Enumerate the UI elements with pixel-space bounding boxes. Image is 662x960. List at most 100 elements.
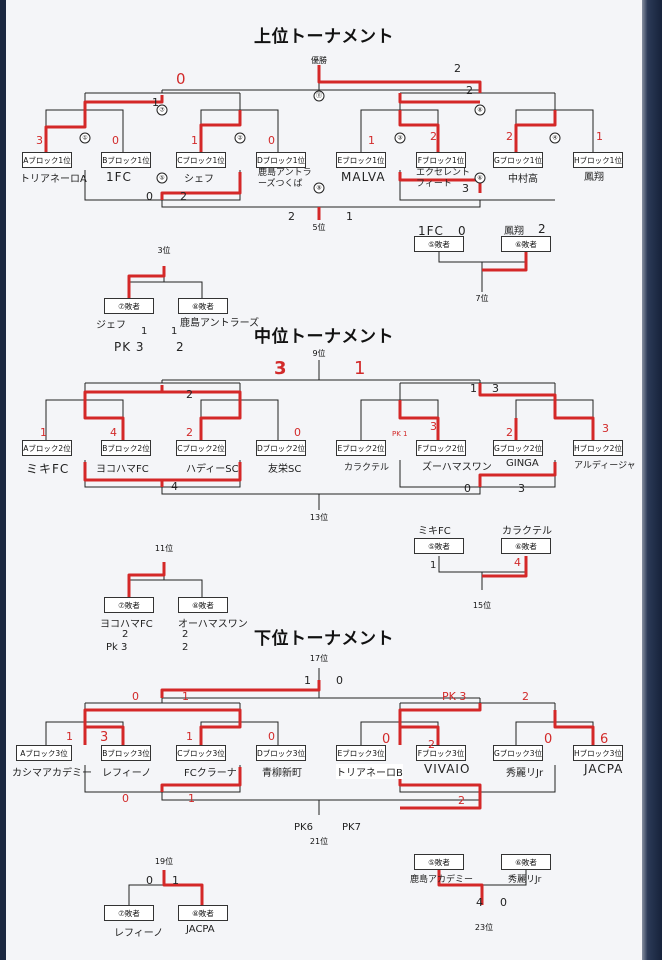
lower-team-c-name: FCクラーナ bbox=[184, 768, 237, 779]
lower-loser7-box: ⑦敗者 bbox=[104, 905, 154, 921]
lower-final-left-score: 1 bbox=[304, 674, 311, 687]
middle-team-h-name: アルディージャ bbox=[574, 461, 636, 471]
upper-fifth-right-name: 鳳翔 bbox=[504, 226, 524, 237]
middle-top-label: 9位 bbox=[312, 349, 326, 358]
lower-team-a-name: カシマアカデミー bbox=[12, 768, 92, 779]
upper-winner-label: 優勝 bbox=[311, 56, 327, 65]
lower-team-g-name: 秀麗リJr bbox=[506, 768, 544, 779]
middle-sf-right-score: 3 bbox=[492, 382, 499, 395]
middle-team-f-block: Fブロック2位 bbox=[416, 440, 466, 456]
lower-pk7: PK7 bbox=[342, 822, 361, 833]
upper-loser5-box: ⑤敗者 bbox=[414, 236, 464, 252]
middle-loser7-name: ヨコハマFC bbox=[100, 619, 153, 630]
upper-team-b-name: 1FC bbox=[106, 170, 132, 184]
upper-team-e-name: MALVA bbox=[341, 170, 386, 184]
lower-loser8-box: ⑧敗者 bbox=[178, 905, 228, 921]
match-num-4: ④ bbox=[549, 132, 561, 144]
middle-loser7-score: 2 bbox=[122, 629, 129, 640]
lower-team-e-score: 0 bbox=[382, 732, 391, 747]
middle-team-e-score: PK 1 bbox=[392, 430, 408, 438]
middle-loser8-pk: 2 bbox=[182, 642, 189, 653]
upper-loser8-name: 鹿島アントラーズ bbox=[180, 318, 260, 329]
lower-loser5-box: ⑤敗者 bbox=[414, 854, 464, 870]
upper-team-a-name: トリアネーロA bbox=[20, 174, 87, 185]
lower-loser6-box: ⑥敗者 bbox=[501, 854, 551, 870]
bracket-lines bbox=[44, 65, 595, 905]
middle-loser8-score: 2 bbox=[182, 629, 189, 640]
upper-team-g-block: Gブロック1位 bbox=[493, 152, 543, 168]
lower-final-right-score: 0 bbox=[336, 674, 343, 687]
upper-title: 上位トーナメント bbox=[254, 27, 394, 47]
upper-team-e-block: Eブロック1位 bbox=[336, 152, 386, 168]
lower-title: 下位トーナメント bbox=[254, 629, 394, 649]
middle-loser7-box: ⑦敗者 bbox=[104, 597, 154, 613]
middle-team-h-block: Hブロック2位 bbox=[573, 440, 623, 456]
middle-team-d-block: Dブロック2位 bbox=[256, 440, 306, 456]
middle-team-a-name: ミキFC bbox=[26, 462, 70, 476]
middle-team-c-block: Cブロック2位 bbox=[176, 440, 226, 456]
upper-loser7-box: ⑦敗者 bbox=[104, 298, 154, 314]
middle-team-b-score: 4 bbox=[110, 426, 117, 439]
lower-low-label: 21位 bbox=[309, 837, 329, 846]
upper-fifth-left-score: 0 bbox=[458, 224, 467, 238]
middle-loser6-box: ⑥敗者 bbox=[501, 538, 551, 554]
lower-low-right-score: 2 bbox=[458, 794, 465, 807]
lower-bottom-label: 23位 bbox=[474, 923, 494, 932]
upper-team-e-score: 1 bbox=[368, 134, 375, 147]
lower-team-d-score: 0 bbox=[268, 730, 275, 743]
middle-loser8-box: ⑧敗者 bbox=[178, 597, 228, 613]
middle-team-e-block: Eブロック2位 bbox=[336, 440, 386, 456]
background-edge bbox=[638, 0, 662, 960]
upper-team-g-score: 2 bbox=[506, 130, 513, 143]
lower-sf-right-score: 2 bbox=[522, 690, 529, 703]
middle-sf-left-score: 2 bbox=[186, 388, 193, 401]
middle-team-d-name: 友栄SC bbox=[268, 464, 302, 475]
lower-team-g-block: Gブロック3位 bbox=[493, 745, 543, 761]
middle-loser8-name: オーハマスワン bbox=[178, 619, 248, 630]
middle-loser5-box: ⑤敗者 bbox=[414, 538, 464, 554]
upper-l2-score: 2 bbox=[288, 210, 295, 223]
middle-team-g-block: Gブロック2位 bbox=[493, 440, 543, 456]
lower-team-f-block: Fブロック3位 bbox=[416, 745, 466, 761]
lower-team-c-score: 1 bbox=[186, 730, 193, 743]
tournament-sheet: 上位トーナメント 優勝 bbox=[6, 0, 642, 960]
lower-team-c-block: Cブロック3位 bbox=[176, 745, 226, 761]
upper-team-b-score: 0 bbox=[112, 134, 119, 147]
upper-team-c-block: Cブロック1位 bbox=[176, 152, 226, 168]
upper-sf-left-score: 1 bbox=[152, 96, 159, 109]
lower-team-a-block: Aブロック3位 bbox=[16, 745, 72, 761]
upper-third-label: 3位 bbox=[157, 246, 171, 255]
upper-sf2-left-score: 0 bbox=[146, 190, 153, 203]
lower-fifth-left-score: 4 bbox=[476, 896, 483, 909]
middle-team-a-block: Aブロック2位 bbox=[22, 440, 72, 456]
lower-team-d-block: Dブロック3位 bbox=[256, 745, 306, 761]
lower-team-f-name: VIVAIO bbox=[424, 762, 471, 776]
middle-team-b-name: ヨコハマFC bbox=[96, 464, 149, 475]
middle-final-right-score: 1 bbox=[354, 358, 366, 379]
upper-fifth-right-score: 2 bbox=[538, 222, 547, 236]
upper-loser7-pk: PK 3 bbox=[114, 340, 145, 354]
upper-team-c-score: 1 bbox=[191, 134, 198, 147]
lower-loser8-score: 1 bbox=[172, 874, 179, 887]
middle-team-d-score: 0 bbox=[294, 426, 301, 439]
lower-loser7-score: 0 bbox=[146, 874, 153, 887]
match-num-6: ⑥ bbox=[474, 172, 486, 184]
lower-team-a-score: 1 bbox=[66, 730, 73, 743]
middle-team-g-score: 2 bbox=[506, 426, 513, 439]
upper-team-h-score: 1 bbox=[596, 130, 603, 143]
upper-team-b-block: Bブロック1位 bbox=[101, 152, 151, 168]
upper-fifth-label: 5位 bbox=[312, 223, 326, 232]
upper-team-c-name: シェフ bbox=[184, 174, 214, 185]
middle-team-f-name: ズーハマスワン bbox=[422, 462, 492, 473]
upper-sf2-right-score: 3 bbox=[462, 182, 469, 195]
match-num-1: ① bbox=[79, 132, 91, 144]
middle-team-b-block: Bブロック2位 bbox=[101, 440, 151, 456]
upper-loser6-box: ⑥敗者 bbox=[501, 236, 551, 252]
middle-low-right-score: 0 bbox=[464, 482, 471, 495]
middle-low-right2-score: 3 bbox=[518, 482, 525, 495]
lower-loser8-name: JACPA bbox=[186, 924, 215, 935]
middle-bottom-label: 15位 bbox=[472, 601, 492, 610]
middle-low-label: 13位 bbox=[309, 513, 329, 522]
lower-mid-label: 19位 bbox=[154, 857, 174, 866]
upper-team-f-block: Fブロック1位 bbox=[416, 152, 466, 168]
